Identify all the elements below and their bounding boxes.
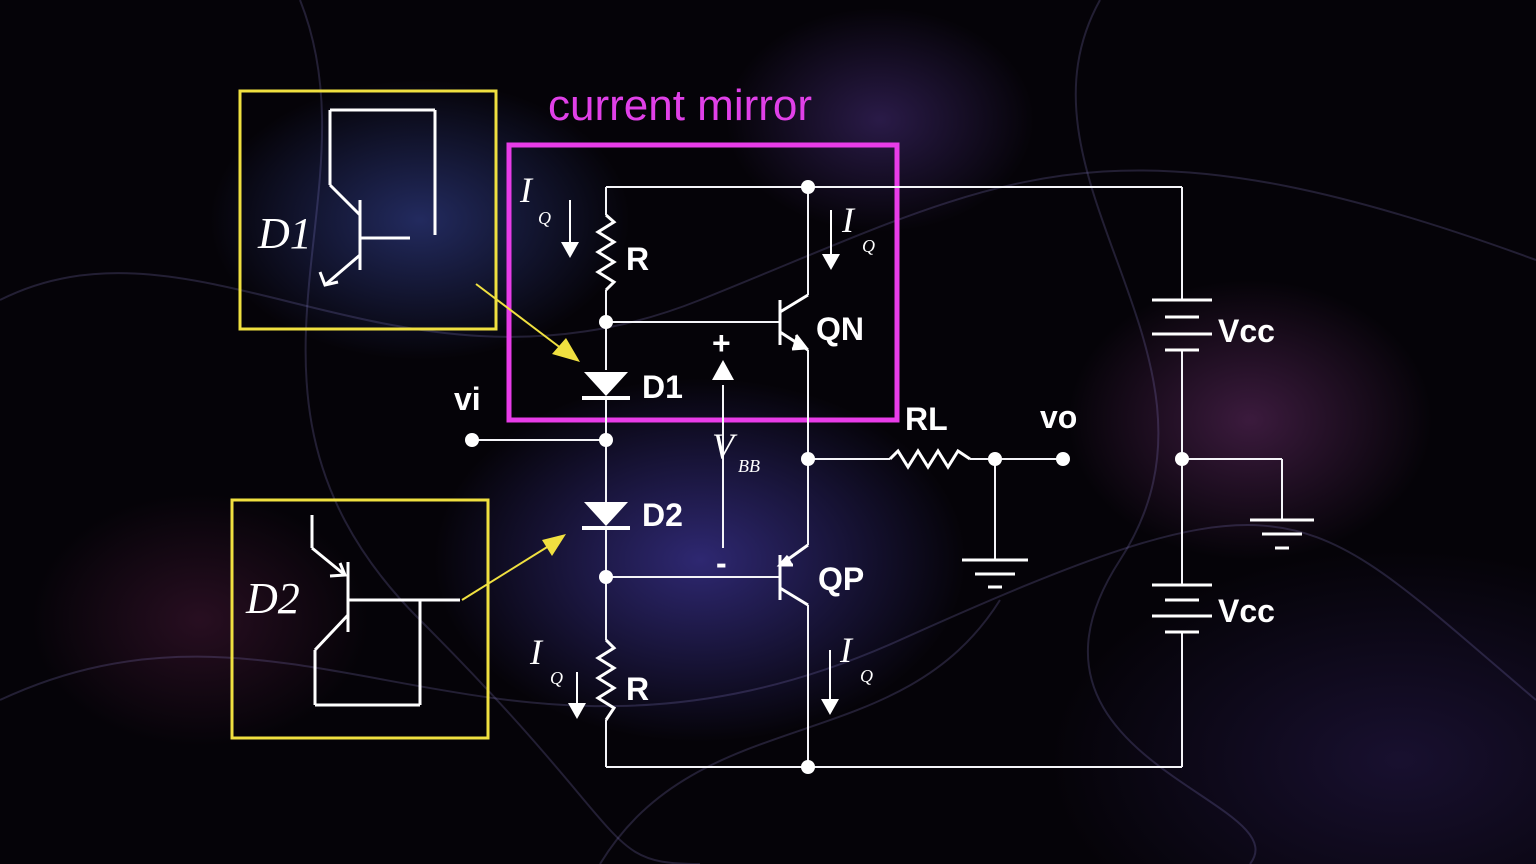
vbb-minus: -	[716, 545, 727, 581]
ground-symbol-supply	[1250, 518, 1314, 550]
d2-inset-transistor	[310, 515, 460, 707]
vo-terminal	[1056, 452, 1070, 466]
d1-inset-label: D1	[257, 209, 312, 258]
svg-text:I: I	[519, 170, 534, 210]
diode-d1	[582, 372, 630, 400]
vi-label: vi	[454, 381, 481, 417]
resistor-rl-label: RL	[905, 401, 948, 437]
diode-d2	[582, 502, 630, 530]
diode-d1-label: D1	[642, 369, 683, 405]
svg-text:Q: Q	[538, 208, 551, 228]
svg-text:I: I	[839, 630, 854, 670]
current-mirror-box	[506, 142, 900, 423]
vbb-plus: +	[712, 325, 731, 361]
vi-terminal	[465, 433, 479, 447]
diode-d2-label: D2	[642, 497, 683, 533]
resistor-r-top	[595, 213, 617, 292]
wires	[472, 186, 1283, 768]
transistor-qn	[778, 293, 809, 352]
d2-inset-box	[230, 498, 490, 740]
svg-text:Q: Q	[860, 666, 873, 686]
vo-label: vo	[1040, 399, 1077, 435]
svg-text:Q: Q	[550, 668, 563, 688]
iq-right-bottom: I Q	[821, 630, 873, 715]
svg-text:Q: Q	[862, 236, 875, 256]
resistor-r-bottom-label: R	[626, 671, 649, 707]
vcc-bottom-label: Vcc	[1218, 593, 1275, 629]
current-mirror-title: current mirror	[548, 81, 812, 130]
iq-right-top: I Q	[822, 200, 875, 270]
vbb-arrow-head	[712, 360, 734, 380]
transistor-qp-label: QP	[818, 561, 864, 597]
battery-vcc-top	[1152, 298, 1212, 352]
vcc-top-label: Vcc	[1218, 313, 1275, 349]
battery-vcc-bottom	[1152, 583, 1212, 634]
d2-inset-label: D2	[245, 574, 300, 623]
transistor-qn-label: QN	[816, 311, 864, 347]
ground-symbol-output	[962, 558, 1028, 589]
svg-text:I: I	[529, 632, 544, 672]
junction-dots	[465, 180, 1189, 774]
resistor-rl	[888, 448, 971, 470]
iq-left-top: I Q	[519, 170, 579, 258]
vbb-sub: BB	[738, 456, 760, 476]
d1-pointer-arrow	[475, 283, 580, 362]
vbb-v: V	[712, 426, 738, 466]
iq-left-bottom: I Q	[529, 632, 586, 719]
d1-inset-transistor	[318, 108, 437, 287]
resistor-r-top-label: R	[626, 241, 649, 277]
d2-pointer-arrow	[461, 534, 566, 601]
d1-inset-box	[238, 89, 498, 331]
resistor-r-bottom	[595, 638, 617, 721]
svg-text:I: I	[841, 200, 856, 240]
transistor-qp	[776, 543, 809, 607]
